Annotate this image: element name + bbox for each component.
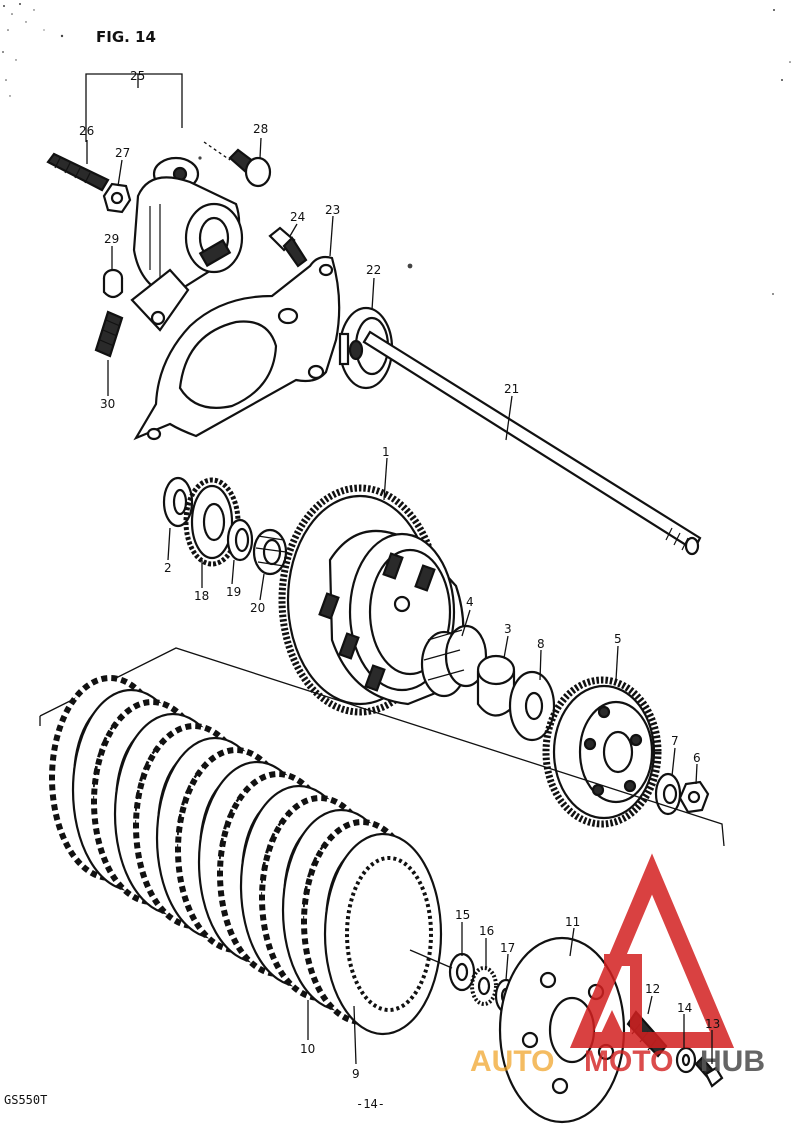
figure-title: FIG. 14 — [96, 28, 156, 46]
callout-2: 2 — [164, 561, 172, 575]
callout-14: 14 — [677, 1001, 692, 1015]
watermark-notch — [604, 954, 642, 1040]
watermark-logo — [569, 853, 735, 1048]
gasket-hole-d — [318, 263, 334, 277]
callout-28: 28 — [253, 122, 268, 136]
callout-6: 6 — [693, 751, 701, 765]
part-8-washer — [508, 670, 556, 742]
callout-15: 15 — [455, 908, 470, 922]
callout-12: 12 — [645, 982, 660, 996]
callout-23: 23 — [325, 203, 340, 217]
gasket-hole-c — [146, 427, 162, 441]
part-29-collar — [102, 268, 124, 299]
plate-inner-ring — [345, 856, 433, 1012]
leader-25 — [85, 73, 183, 142]
page-number: -14- — [356, 1097, 385, 1111]
callout-11: 11 — [565, 915, 580, 929]
part-24-bolt — [268, 226, 308, 268]
callout-8: 8 — [537, 637, 545, 651]
callout-5: 5 — [614, 632, 622, 646]
gasket-hole-a — [277, 307, 299, 325]
callout-4: 4 — [466, 595, 474, 609]
part-30-spring — [94, 310, 124, 358]
watermark-text-right: HUB — [700, 1045, 765, 1078]
callout-17: 17 — [500, 941, 515, 955]
model-code: GS550T — [4, 1093, 47, 1107]
part-14-washer — [675, 1046, 697, 1074]
watermark-text-left: AUTO — [470, 1045, 554, 1078]
callout-20: 20 — [250, 601, 265, 615]
callout-13: 13 — [705, 1017, 720, 1031]
part-15-bearing — [409, 949, 476, 992]
gasket-hole-b — [307, 364, 325, 380]
callout-30: 30 — [100, 397, 115, 411]
part-6-nut — [678, 780, 710, 814]
watermark-triangle-inner — [598, 1010, 626, 1040]
callout-18: 18 — [194, 589, 209, 603]
part-7-lock-washer — [654, 772, 682, 816]
callout-25: 25 — [130, 69, 145, 83]
watermark-text-mid: MOTO — [584, 1045, 673, 1078]
callout-leaders — [86, 137, 713, 1065]
callout-19: 19 — [226, 585, 241, 599]
callout-7: 7 — [671, 734, 679, 748]
callout-21: 21 — [504, 382, 519, 396]
callout-1: 1 — [382, 445, 390, 459]
callout-10: 10 — [300, 1042, 315, 1056]
part-4-needle-bearing — [420, 624, 488, 698]
part-28-screw — [203, 141, 272, 188]
part-26-bolt — [46, 152, 110, 192]
part-19-washer — [226, 518, 254, 562]
part-20-needle-bearing — [252, 528, 288, 576]
part-18-gear — [183, 477, 241, 567]
part-25-release-housing — [130, 156, 244, 332]
scan-speckle — [2, 3, 791, 295]
callout-27: 27 — [115, 146, 130, 160]
callout-26: 26 — [79, 124, 94, 138]
part-5-sleeve-hub — [542, 676, 662, 828]
callout-16: 16 — [479, 924, 494, 938]
callout-24: 24 — [290, 210, 305, 224]
callout-3: 3 — [504, 622, 512, 636]
part-27-nut — [102, 182, 132, 214]
part-22-pusher — [338, 306, 394, 390]
part-3-sleeve — [476, 654, 516, 717]
part-13-bolt — [694, 1056, 724, 1088]
part-16-washer — [470, 966, 498, 1006]
gasket-window — [178, 320, 278, 409]
drive-plate — [323, 832, 443, 1036]
callout-29: 29 — [104, 232, 119, 246]
part-21-push-rod — [362, 330, 702, 556]
callout-labels: 25 26 27 28 24 23 22 29 30 21 1 2 18 19 … — [79, 69, 720, 1081]
part-1-clutch-housing — [278, 484, 465, 716]
callout-9: 9 — [352, 1067, 360, 1081]
clutch-plate-stack — [49, 675, 443, 1036]
callout-22: 22 — [366, 263, 381, 277]
